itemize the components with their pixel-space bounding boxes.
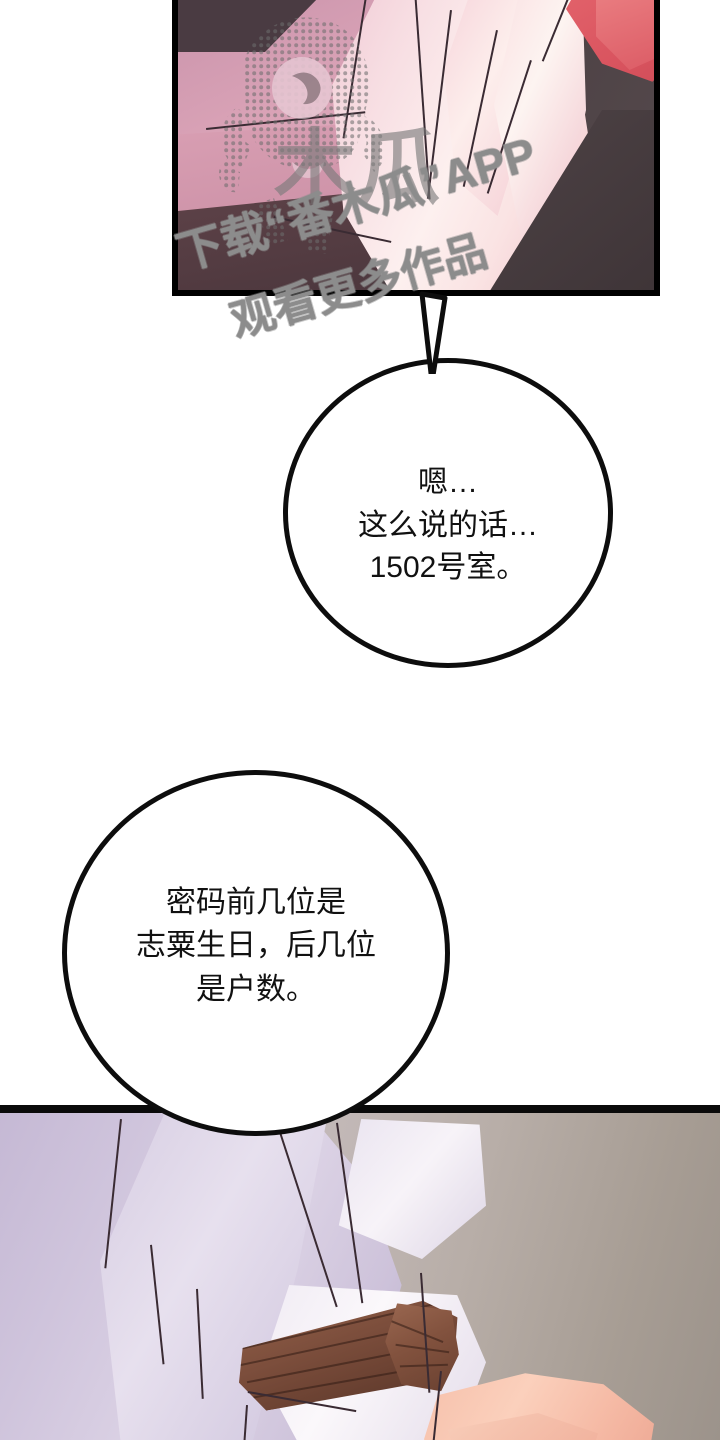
watermark-inpanel-text: 木瓜 xyxy=(274,123,443,214)
rope-strand xyxy=(395,1344,449,1353)
rope-strand xyxy=(391,1320,444,1343)
panel-top: 木瓜 xyxy=(172,0,660,296)
panel-top-artwork: 木瓜 xyxy=(178,0,654,290)
speech-bubble-first-text: 嗯… 这么说的话… 1502号室。 xyxy=(358,466,538,585)
rope-strand xyxy=(400,1364,448,1368)
watermark-mascot-icon xyxy=(196,8,426,258)
speech-bubble-second-text: 密码前几位是 志粟生日，后几位 是户数。 xyxy=(136,885,376,1006)
speech-bubble-second[interactable]: 密码前几位是 志粟生日，后几位 是户数。 xyxy=(62,770,450,1136)
speech-bubble-first[interactable]: 嗯… 这么说的话… 1502号室。 xyxy=(283,358,613,668)
speech-bubble-tail-first xyxy=(398,288,478,390)
panel-bottom xyxy=(0,1105,720,1440)
